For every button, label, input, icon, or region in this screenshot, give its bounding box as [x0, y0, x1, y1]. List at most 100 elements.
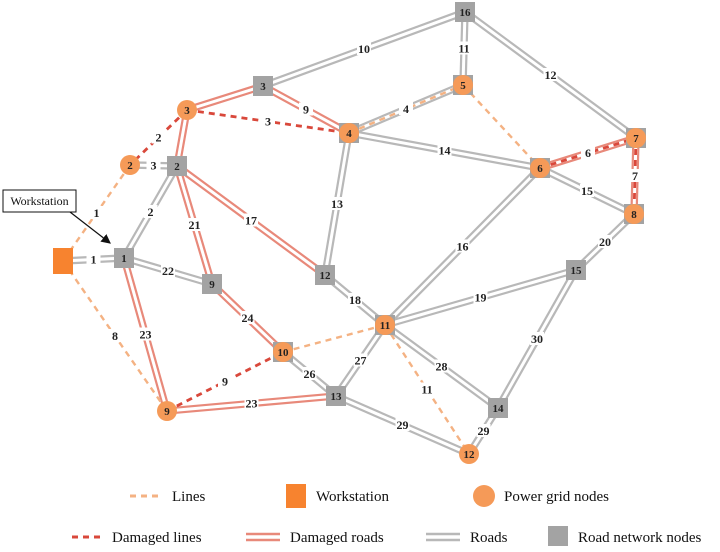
road-rn12-rn11-label: 18: [349, 293, 361, 307]
road-node-label-rn16: 16: [460, 7, 472, 19]
road-rn15-rn14-label-bg: [530, 332, 544, 345]
legend-lines-label: Lines: [172, 489, 205, 505]
road-rn8-rn15-label: 20: [599, 235, 611, 249]
road-rn13-pg12-label-bg: [395, 418, 410, 431]
legend-road-network-swatch: [548, 526, 568, 546]
workstation-callout: Workstation: [2, 189, 111, 244]
power-node-label-pg5: 5: [460, 80, 466, 92]
line-pg6-pg7-label: 6: [585, 146, 591, 160]
road-node-label-rn9: 9: [209, 279, 215, 291]
road-rn4-rn12-label-bg: [330, 197, 344, 210]
road-node-rn12: [315, 265, 335, 285]
power-node-pg11: [375, 315, 395, 335]
power-node-label-pg10: 10: [278, 347, 290, 359]
road-node-label-rn1: 1: [121, 253, 127, 265]
line-pg9-pg10-label-bg: [218, 374, 232, 388]
road-node-rn1: [114, 248, 134, 268]
road-rn10-rn13-label-bg: [302, 367, 317, 380]
power-node-pg9: [157, 401, 177, 421]
road-ws-rn1-label-bg: [86, 252, 101, 266]
road-rn9-rn10-label-bg: [240, 311, 255, 324]
line-ws-pg9-label-bg: [108, 329, 122, 342]
road-rn2-rn9-label: 21: [189, 218, 201, 232]
line-pg3-pg2-label: 2: [156, 131, 162, 145]
road-rn10-rn13-label: 26: [304, 367, 316, 381]
edge-labels-layer: 1222232117310941413111215201618241928272…: [86, 41, 642, 438]
road-node-label-rn12: 12: [320, 270, 332, 282]
road-rn11-rn14-label: 28: [436, 360, 448, 374]
line-pg3-pg4-label-bg: [261, 114, 275, 128]
line-pg4-pg5-label-bg: [399, 102, 413, 115]
road-rn1-rn9-label: 22: [162, 264, 174, 278]
line-pg11-pg12: [383, 324, 471, 455]
power-node-pg5: [453, 75, 473, 95]
legend-workstation-swatch: [286, 484, 306, 508]
line-pg6-pg7-label-bg: [581, 146, 595, 159]
road-rn4-rn6-label-bg: [437, 143, 452, 157]
workstation-node: [53, 248, 73, 274]
power-node-label-pg8: 8: [631, 209, 637, 221]
road-rn6-rn8-label: 15: [581, 184, 593, 198]
power-node-label-pg4: 4: [346, 128, 352, 140]
road-rn12-rn11-label-bg: [348, 293, 362, 306]
road-rn3-rn4-label-bg: [299, 102, 313, 116]
power-node-pg3: [177, 100, 197, 120]
road-rn11-rn13-label: 27: [355, 354, 367, 368]
workstation-callout-arrow: [69, 211, 111, 244]
workstation-callout-label: Workstation: [10, 194, 68, 208]
road-node-rn15: [566, 260, 586, 280]
road-rn1-rn2-label-bg: [143, 205, 158, 218]
road-rn1-pg9-label: 23: [140, 328, 152, 342]
power-node-label-pg12: 12: [464, 449, 476, 461]
road-rn6-rn11-label: 16: [457, 240, 469, 254]
road-rn16-rn5-label-bg: [457, 41, 471, 55]
line-pg2-ws-label-bg: [89, 206, 104, 219]
road-rn2-pg2-label: 3: [151, 159, 157, 173]
line-pg6-pg7: [539, 136, 637, 170]
legend-power-grid-swatch: [473, 485, 495, 507]
road-rn1-rn9-label-bg: [161, 264, 175, 277]
road-rn2-rn9-label-bg: [187, 218, 202, 231]
road-rn14-pg12-label: 29: [478, 424, 490, 438]
power-node-pg7: [626, 128, 646, 148]
road-rn8-rn15-label-bg: [598, 235, 612, 248]
power-node-pg4: [339, 123, 359, 143]
road-rn1-rn2-label: 2: [148, 205, 154, 219]
road-node-rn3: [253, 76, 273, 96]
road-rn11-rn14-label-bg: [434, 359, 449, 373]
line-pg11-pg12-label-bg: [420, 382, 434, 396]
line-pg4-pg5: [348, 83, 464, 135]
road-pg3-rn3-rail-b: [185, 82, 263, 109]
road-ws-rn1-label: 1: [91, 253, 97, 267]
road-rn3-rn4-label: 9: [303, 103, 309, 117]
road-node-rn14: [488, 398, 508, 418]
legend-damaged-roads-label: Damaged roads: [290, 530, 384, 546]
road-rn11-rn15-label: 19: [475, 291, 487, 305]
power-node-label-pg2: 2: [127, 160, 133, 172]
line-pg4-pg5-label: 4: [403, 102, 409, 116]
line-pg10-pg11: [282, 323, 386, 354]
line-pg3-pg4-label: 3: [265, 115, 271, 129]
power-node-pg2: [120, 155, 140, 175]
road-rn3-rn16-label: 10: [358, 42, 370, 56]
line-pg7-pg8-label: 7: [632, 169, 638, 183]
road-node-label-rn14: 14: [493, 403, 505, 415]
road-rn16-rn5-label: 11: [458, 42, 469, 56]
line-pg5-pg6: [462, 84, 541, 169]
road-node-label-rn15: 15: [571, 265, 583, 277]
road-pg9-rn13-label: 23: [246, 397, 258, 411]
road-rn14-pg12-label-bg: [476, 424, 491, 437]
line-pg2-ws-label: 1: [94, 206, 100, 220]
road-node-rn13: [326, 386, 346, 406]
road-node-rn9: [202, 274, 222, 294]
road-rn3-rn16-label-bg: [357, 42, 371, 55]
road-node-label-rn2: 2: [174, 161, 180, 173]
line-pg9-pg10-label: 9: [222, 375, 228, 389]
road-node-rn16: [455, 2, 475, 22]
legend-roads-label: Roads: [470, 530, 508, 546]
power-node-pg12: [459, 444, 479, 464]
road-rn2-rn12-label: 17: [245, 214, 257, 228]
power-node-label-pg7: 7: [633, 133, 639, 145]
power-node-pg6: [530, 158, 550, 178]
